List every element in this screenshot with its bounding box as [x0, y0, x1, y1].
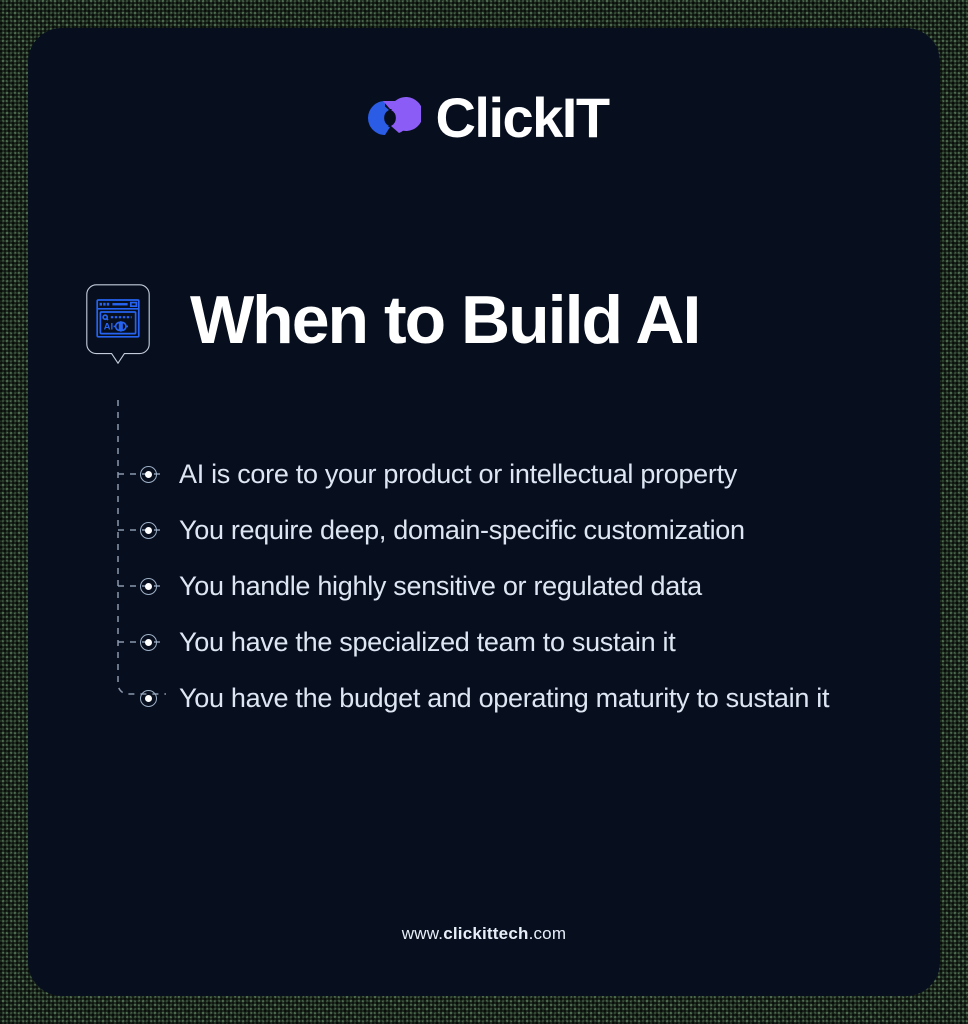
footer-prefix: www. [401, 924, 444, 943]
bullet-dot-icon [140, 577, 157, 595]
ai-browser-window-icon: AI [96, 299, 140, 338]
list-item: You handle highly sensitive or regulated… [140, 558, 940, 614]
clickit-link-logo-icon [368, 97, 422, 135]
bullet-dot-icon [140, 465, 157, 483]
headline-row: AI When to Build AI [50, 260, 918, 380]
bubble-outline [86, 284, 150, 364]
page-title: When to Build AI [190, 282, 701, 358]
footer-suffix: .com [528, 924, 567, 943]
bullet-dot-icon [140, 521, 157, 539]
list-item-label: You have the budget and operating maturi… [179, 682, 830, 713]
list-item-label: You have the specialized team to sustain… [179, 626, 676, 657]
ai-browser-badge: AI [86, 284, 150, 364]
svg-text:AI: AI [104, 322, 114, 333]
list-item-label: AI is core to your product or intellectu… [179, 458, 737, 489]
brand-name: ClickIT [435, 86, 610, 149]
footer-domain: clickittech [443, 924, 529, 943]
bullet-dot-icon [140, 689, 157, 707]
slide-card: ClickIT [28, 28, 940, 996]
list-item-label: You handle highly sensitive or regulated… [179, 570, 702, 601]
criteria-list: AI is core to your product or intellectu… [140, 446, 940, 726]
list-item: You require deep, domain-specific custom… [140, 502, 940, 558]
list-item: You have the specialized team to sustain… [140, 614, 940, 670]
list-item: You have the budget and operating maturi… [140, 670, 940, 726]
bullet-dot-icon [140, 633, 157, 651]
list-item-label: You require deep, domain-specific custom… [179, 514, 745, 545]
list-item: AI is core to your product or intellectu… [140, 446, 940, 502]
brand-logo: ClickIT [28, 90, 940, 146]
footer-website: www.clickittech.com [28, 924, 940, 944]
